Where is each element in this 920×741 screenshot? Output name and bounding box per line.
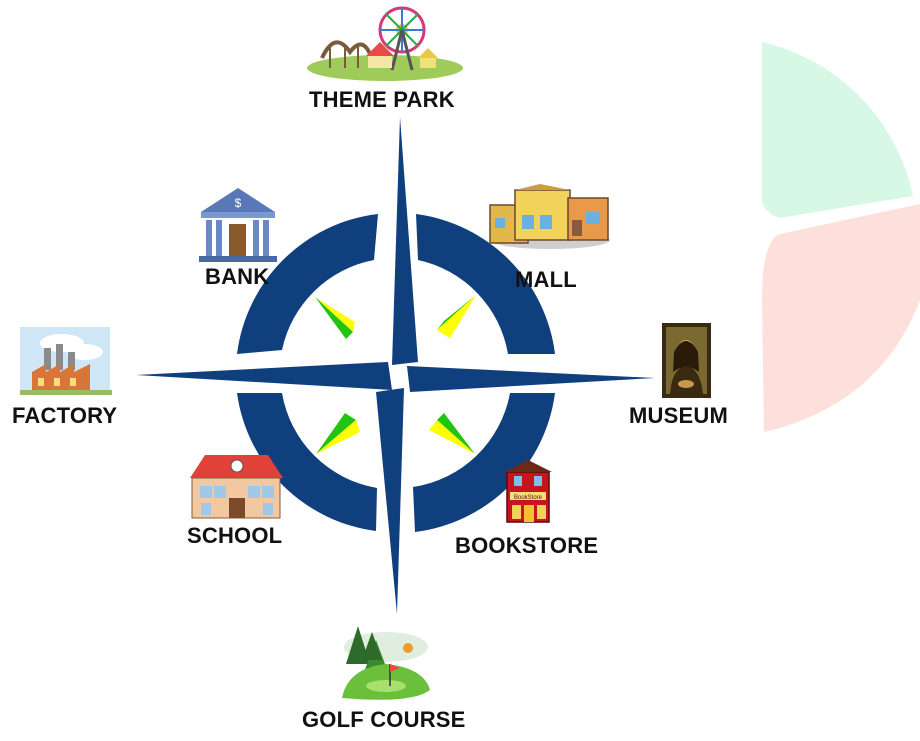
compass-star: [136, 117, 655, 614]
label-school: SCHOOL: [187, 523, 283, 548]
compass-needle-se: [429, 413, 475, 454]
compass-needle-ne: [437, 295, 476, 338]
museum-painting-icon: [662, 323, 711, 398]
bookstore-icon: BookStore: [504, 460, 552, 523]
compass-ring: [237, 214, 555, 532]
label-golf-course: GOLF COURSE: [302, 707, 466, 732]
factory-icon: [20, 327, 112, 395]
label-factory: FACTORY: [12, 403, 118, 428]
label-mall: MALL: [515, 267, 577, 292]
label-bank: BANK: [205, 264, 270, 289]
mall-icon: [489, 184, 610, 249]
compass-needle-nw: [315, 297, 355, 339]
label-theme-park: THEME PARK: [309, 87, 455, 112]
school-icon: [190, 455, 283, 519]
compass-needle-sw: [316, 413, 360, 454]
label-bookstore: BOOKSTORE: [455, 533, 599, 558]
svg-text:$: $: [235, 196, 242, 210]
bank-icon: $: [199, 188, 277, 262]
label-museum: MUSEUM: [629, 403, 728, 428]
side-shape-top: [762, 42, 913, 218]
side-shape-bottom: [762, 204, 920, 432]
theme-park-icon: [307, 6, 463, 81]
svg-text:BookStore: BookStore: [514, 495, 543, 501]
golf-course-icon: [342, 626, 430, 700]
